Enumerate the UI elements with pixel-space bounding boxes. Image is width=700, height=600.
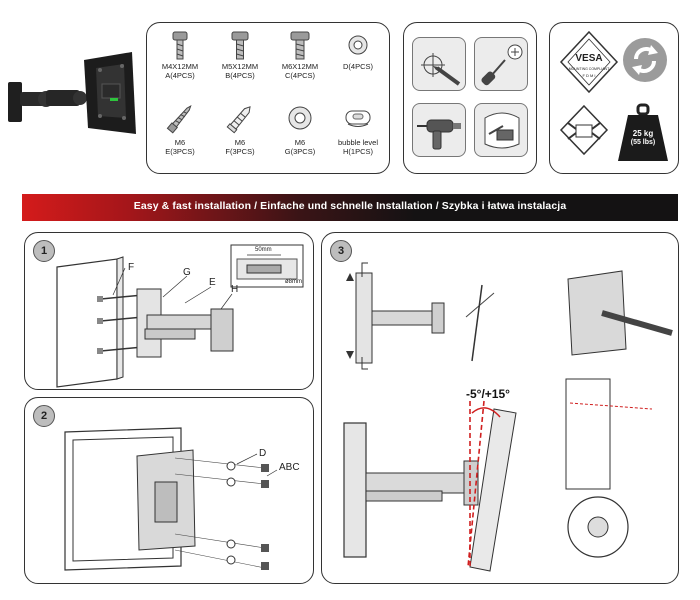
hardware-size: bubble level xyxy=(337,138,379,147)
hardware-size: M4X12MM xyxy=(161,62,199,71)
vesa-label: VESA xyxy=(575,53,603,64)
product-image xyxy=(4,48,142,140)
hardware-panel: M4X12MM A(4PCS) M5X12MM B(4PCS) M6X12MM … xyxy=(146,22,390,174)
marking-pencil-icon xyxy=(421,53,461,86)
installation-banner: Easy & fast installation / Einfache und … xyxy=(22,194,678,221)
hardware-qty: C(4PCS) xyxy=(284,70,315,80)
tools-panel xyxy=(403,22,537,174)
step-3-drawing xyxy=(343,262,673,572)
hardware-size: M6 xyxy=(174,138,186,147)
hardware-size: M6 xyxy=(234,138,246,147)
bolt-icon xyxy=(172,31,188,60)
step-number: 3 xyxy=(330,240,352,262)
hardware-qty: F(3PCS) xyxy=(225,146,255,156)
hardware-size: M5X12MM xyxy=(221,62,259,71)
detail-depth: 50mm xyxy=(255,247,272,253)
hardware-item-e: M6 E(3PCS) xyxy=(151,99,209,156)
step-2-panel: 2 D ABC xyxy=(24,397,314,584)
bolt-icon xyxy=(231,31,249,60)
wall-anchor-icon xyxy=(226,106,251,134)
phillips-screwdriver-icon xyxy=(481,44,523,86)
tape-measure-icon xyxy=(484,112,520,149)
vesa-fdmi: F D M I xyxy=(582,73,596,78)
washer-icon xyxy=(288,106,312,130)
label-e: E xyxy=(209,277,216,288)
hardware-qty: G(3PCS) xyxy=(284,146,316,156)
hardware-item-a: M4X12MM A(4PCS) xyxy=(151,31,209,80)
vesa-ring-text: MOUNTING COMPLIANT xyxy=(568,67,610,71)
tilt-range: -5°/+15° xyxy=(466,387,510,401)
hardware-qty: D(4PCS) xyxy=(342,62,373,71)
washer-icon xyxy=(348,35,368,55)
hardware-qty: E(3PCS) xyxy=(165,146,195,156)
hardware-qty: H(1PCS) xyxy=(342,146,373,156)
lag-screw-icon xyxy=(166,104,192,134)
recycle-icon xyxy=(623,38,667,82)
step-number: 2 xyxy=(33,405,55,427)
weight-kg: 25 kg xyxy=(632,129,654,138)
vesa-badge-icon xyxy=(559,30,619,94)
hardware-qty: B(4PCS) xyxy=(225,70,255,80)
banner-text: Easy & fast installation / Einfache und … xyxy=(133,200,567,212)
hardware-item-f: M6 F(3PCS) xyxy=(211,99,269,156)
weight-icon xyxy=(618,103,668,161)
step-3-panel: 3 -5°/+15° xyxy=(321,232,679,584)
hardware-item-d: D(4PCS) xyxy=(329,31,387,72)
no-lift-icon xyxy=(559,104,609,156)
step-number: 1 xyxy=(33,240,55,262)
label-abc: ABC xyxy=(279,462,300,473)
bubble-level-icon xyxy=(345,110,371,127)
hardware-size: M6 xyxy=(294,138,306,147)
hardware-item-h: bubble level H(1PCS) xyxy=(329,99,387,156)
tool-tape-measure xyxy=(474,103,528,157)
symbols-panel: VESA MOUNTING COMPLIANT F D M I 25 kg (5… xyxy=(549,22,679,174)
tool-drill xyxy=(412,103,466,157)
label-d: D xyxy=(259,448,267,459)
bolt-icon xyxy=(290,31,310,60)
hardware-qty: A(4PCS) xyxy=(165,70,195,80)
step-1-drawing xyxy=(56,244,304,388)
detail-diameter: ø8mm xyxy=(285,279,302,285)
label-f: F xyxy=(128,262,135,273)
step-2-drawing xyxy=(64,427,278,571)
label-h: H xyxy=(231,284,239,295)
hardware-item-g: M6 G(3PCS) xyxy=(271,99,329,156)
step-1-panel: 1 F G E H 50mm ø8mm xyxy=(24,232,314,390)
power-drill-icon xyxy=(417,119,461,150)
tool-screwdriver xyxy=(474,37,528,91)
hardware-item-b: M5X12MM B(4PCS) xyxy=(211,31,269,80)
weight-lbs: (55 lbs) xyxy=(630,139,656,146)
label-g: G xyxy=(183,267,191,278)
tool-marking xyxy=(412,37,466,91)
hardware-size: M6X12MM xyxy=(281,62,319,71)
hardware-item-c: M6X12MM C(4PCS) xyxy=(271,31,329,80)
